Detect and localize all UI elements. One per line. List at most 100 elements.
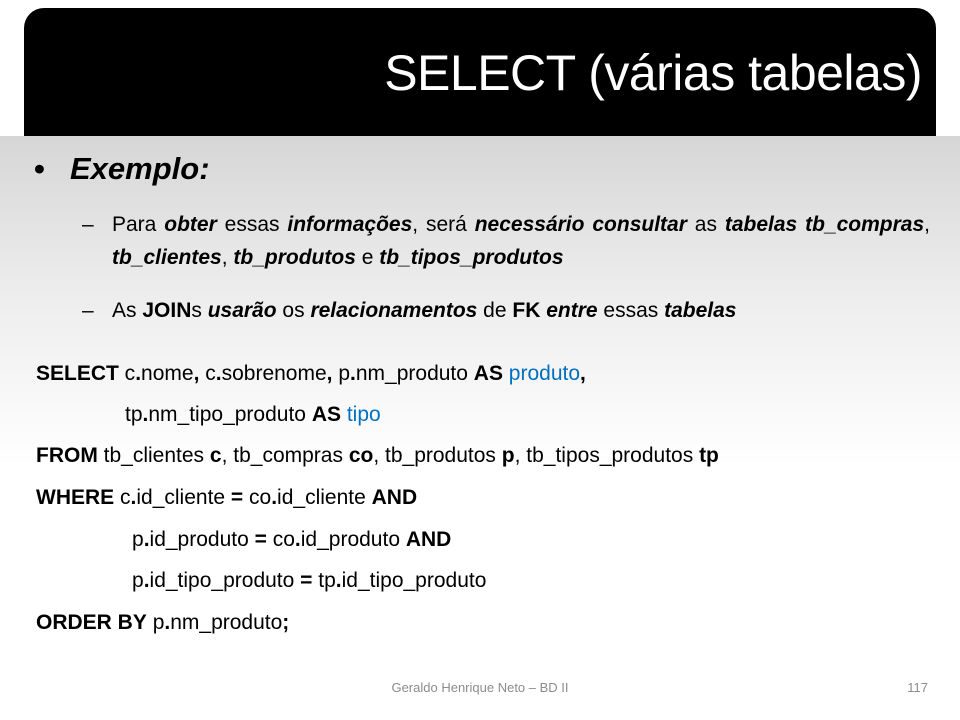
sql-text: sobrenome <box>221 362 327 385</box>
sql-text: p <box>146 611 165 634</box>
text-run: essas <box>216 213 288 236</box>
sql-text: p <box>332 362 351 385</box>
text-run: essas <box>597 299 665 322</box>
sql-dot: . <box>135 362 142 385</box>
dash-symbol: – <box>82 213 94 236</box>
sql-comma: , <box>580 362 586 385</box>
text-run: , <box>924 213 931 236</box>
sql-table-alias: p <box>501 444 515 467</box>
sql-keyword: AS <box>473 362 503 385</box>
sql-text: tp <box>312 569 336 592</box>
sql-dot: . <box>335 569 342 592</box>
sql-condition-line-2: p.id_produto = co.id_produto AND <box>132 526 451 554</box>
sql-table-alias: tp <box>699 444 719 467</box>
sql-text: , tb_produtos <box>373 444 502 467</box>
sql-keyword: FROM <box>36 444 98 467</box>
text-run: informações <box>287 213 413 236</box>
sql-keyword: AND <box>371 486 418 509</box>
sql-text: id_cliente <box>277 486 372 509</box>
text-run: tb_tipos_produtos <box>379 246 564 269</box>
text-run: obter <box>164 213 217 236</box>
sub-bullet-1-text: Para obter essas informações, será neces… <box>112 208 930 274</box>
sql-semicolon: ; <box>282 611 290 634</box>
sql-table-alias: c <box>209 444 222 467</box>
title-bar: SELECT (várias tabelas) <box>24 8 936 136</box>
sql-dot: . <box>350 362 356 385</box>
sql-keyword: ORDER BY <box>36 611 147 634</box>
sql-condition-line-3: p.id_tipo_produto = tp.id_tipo_produto <box>132 567 486 595</box>
sql-keyword: AND <box>405 528 452 551</box>
sql-dot: . <box>294 528 301 551</box>
sql-dot: . <box>142 403 149 426</box>
sql-text: , tb_tipos_produtos <box>514 444 700 467</box>
text-run: necessário consultar <box>474 213 687 236</box>
sql-text: , tb_compras <box>221 444 349 467</box>
text-run: os <box>276 299 311 322</box>
text-run: relacionamentos <box>310 299 478 322</box>
sub-bullet-2: –As JOINs usarão os relacionamentos de F… <box>82 294 932 327</box>
sql-dot: . <box>143 528 150 551</box>
sql-dot: . <box>164 611 171 634</box>
text-run: e <box>355 246 380 269</box>
sql-keyword: WHERE <box>36 486 115 509</box>
sql-dot: . <box>130 486 137 509</box>
bullet-text: Exemplo: <box>70 151 210 186</box>
sql-dot: . <box>143 569 150 592</box>
sql-select-line: SELECT c.nome, c.sobrenome, p.nm_produto… <box>36 360 586 388</box>
sub-bullet-1: –Para obter essas informações, será nece… <box>82 208 932 274</box>
text-run: entre <box>546 299 598 322</box>
sql-alias: tipo <box>341 403 381 426</box>
text-run: usarão <box>207 299 277 322</box>
sql-text: co <box>266 528 295 551</box>
sql-text: id_produto <box>300 528 406 551</box>
text-run: de <box>477 299 513 322</box>
sql-operator: = <box>300 569 313 592</box>
main-bullet: • Exemplo: <box>34 150 210 188</box>
sql-text: id_tipo_produto <box>149 569 301 592</box>
text-run: tabelas <box>664 299 737 322</box>
sql-dot: . <box>271 486 278 509</box>
sql-text: nm_produto <box>170 611 283 634</box>
text-run: As <box>112 299 143 322</box>
text-run: tabelas tb_compras <box>724 213 925 236</box>
sql-where-line: WHERE c.id_cliente = co.id_cliente AND <box>36 484 417 512</box>
sql-comma: , <box>193 362 200 385</box>
sql-text: nm_produto <box>355 362 474 385</box>
sql-comma: , <box>326 362 333 385</box>
dash-symbol: – <box>82 299 94 322</box>
text-run: , <box>221 246 234 269</box>
sql-text: p <box>132 528 144 551</box>
sql-from-line: FROM tb_clientes c, tb_compras co, tb_pr… <box>36 442 719 470</box>
sql-keyword: SELECT <box>36 362 119 385</box>
sql-order-by-line: ORDER BY p.nm_produto; <box>36 609 289 637</box>
footer-author: Geraldo Henrique Neto – BD II <box>391 680 569 695</box>
sql-keyword: AS <box>311 403 341 426</box>
sql-text: co <box>243 486 272 509</box>
text-run: FK <box>512 299 541 322</box>
slide-title: SELECT (várias tabelas) <box>384 45 922 101</box>
text-run: tb_produtos <box>233 246 356 269</box>
text-run: tb_clientes <box>112 246 222 269</box>
sql-table-alias: co <box>348 444 374 467</box>
text-run: JOIN <box>142 299 192 322</box>
sql-text: tp <box>125 403 143 426</box>
sql-alias: produto <box>502 362 581 385</box>
sql-text: id_tipo_produto <box>341 569 487 592</box>
sql-text: id_cliente <box>136 486 231 509</box>
bullet-symbol: • <box>34 151 45 186</box>
text-run: , será <box>412 213 475 236</box>
sql-dot: . <box>215 362 222 385</box>
text-run: s <box>191 299 208 322</box>
text-run: as <box>686 213 725 236</box>
page-number: 117 <box>907 680 928 695</box>
sql-text: c <box>199 362 216 385</box>
sql-select-line-2: tp.nm_tipo_produto AS tipo <box>125 401 381 429</box>
sql-operator: = <box>254 528 267 551</box>
sub-bullet-2-text: As JOINs usarão os relacionamentos de FK… <box>112 294 930 327</box>
sql-text: c <box>114 486 131 509</box>
sql-text: nm_tipo_produto <box>148 403 312 426</box>
sql-operator: = <box>230 486 244 509</box>
sql-text: tb_clientes <box>97 444 210 467</box>
sql-text: id_produto <box>149 528 255 551</box>
sql-text: c <box>118 362 136 385</box>
